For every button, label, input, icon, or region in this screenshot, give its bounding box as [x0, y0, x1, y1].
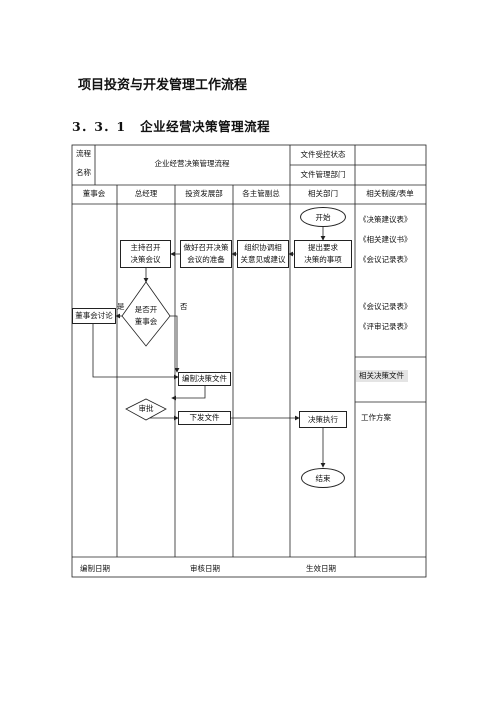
col-investment: 投资发展部	[185, 189, 223, 198]
compile-docs-box: 编制决策文件	[178, 372, 231, 386]
related-docs: 相关决策文件	[359, 371, 404, 380]
review-date-label: 审核日期	[190, 564, 220, 573]
label-name: 名称	[76, 168, 91, 177]
form-1: 《决策建议表》	[359, 215, 412, 224]
approve-shape	[125, 398, 167, 421]
prepare-meeting-line2: 会议的准备	[187, 255, 225, 264]
section-number: 3．3．1	[72, 119, 126, 134]
organize-review-line1: 组织协调相	[244, 243, 282, 252]
organize-review-line2: 关意见或建议	[240, 255, 286, 264]
raise-request-line1: 提出要求	[308, 243, 338, 252]
section-title: 企业经营决策管理流程	[140, 119, 271, 134]
decision-text: 是否开 董事会	[127, 304, 165, 328]
raise-request-box: 提出要求决策的事项	[294, 240, 352, 268]
form-4: 《会议记录表》	[359, 302, 412, 311]
process-name: 企业经营决策管理流程	[154, 159, 230, 168]
board-discussion-box: 董事会讨论	[72, 308, 116, 324]
col-gm: 总经理	[134, 189, 158, 198]
doc-status-label: 文件受控状态	[300, 150, 346, 159]
end-node: 结束	[301, 468, 345, 488]
organize-review-box: 组织协调相关意见或建议	[237, 240, 289, 268]
compiled-date-label: 编制日期	[80, 564, 110, 573]
prepare-meeting-line1: 做好召开决策	[183, 243, 229, 252]
col-related-dept: 相关部门	[308, 189, 338, 198]
doc-dept-label: 文件管理部门	[300, 170, 346, 179]
execute-box: 决策执行	[299, 411, 347, 428]
decision-line1: 是否开	[134, 305, 158, 314]
host-meeting-line2: 决策会议	[130, 255, 161, 264]
related-docs-highlight	[356, 370, 408, 382]
form-2: 《相关建议书》	[359, 235, 412, 244]
col-board: 董事会	[82, 189, 106, 198]
no-label: 否	[180, 302, 188, 311]
approve-text: 审批	[138, 404, 154, 413]
raise-request-line2: 决策的事项	[304, 255, 342, 264]
col-vps: 各主管副总	[242, 189, 280, 198]
document-title: 项目投资与开发管理工作流程	[78, 78, 248, 93]
decision-line2: 董事会	[134, 317, 158, 326]
issue-docs-box: 下发文件	[178, 411, 231, 425]
effective-date-label: 生效日期	[306, 564, 336, 573]
section-heading: 3．3．1 企业经营决策管理流程	[72, 116, 270, 135]
prepare-meeting-box: 做好召开决策会议的准备	[180, 240, 232, 268]
work-plan: 工作方案	[361, 413, 391, 422]
col-forms: 相关制度/表单	[366, 189, 414, 198]
host-meeting-box: 主持召开决策会议	[120, 240, 171, 268]
decision-diamond	[121, 281, 171, 347]
label-process: 流程	[76, 149, 91, 158]
form-3: 《会议记录表》	[359, 255, 412, 264]
form-5: 《评审记录表》	[359, 322, 412, 331]
start-node: 开始	[300, 207, 346, 227]
host-meeting-line1: 主持召开	[130, 243, 161, 252]
yes-label: 是	[117, 302, 125, 311]
